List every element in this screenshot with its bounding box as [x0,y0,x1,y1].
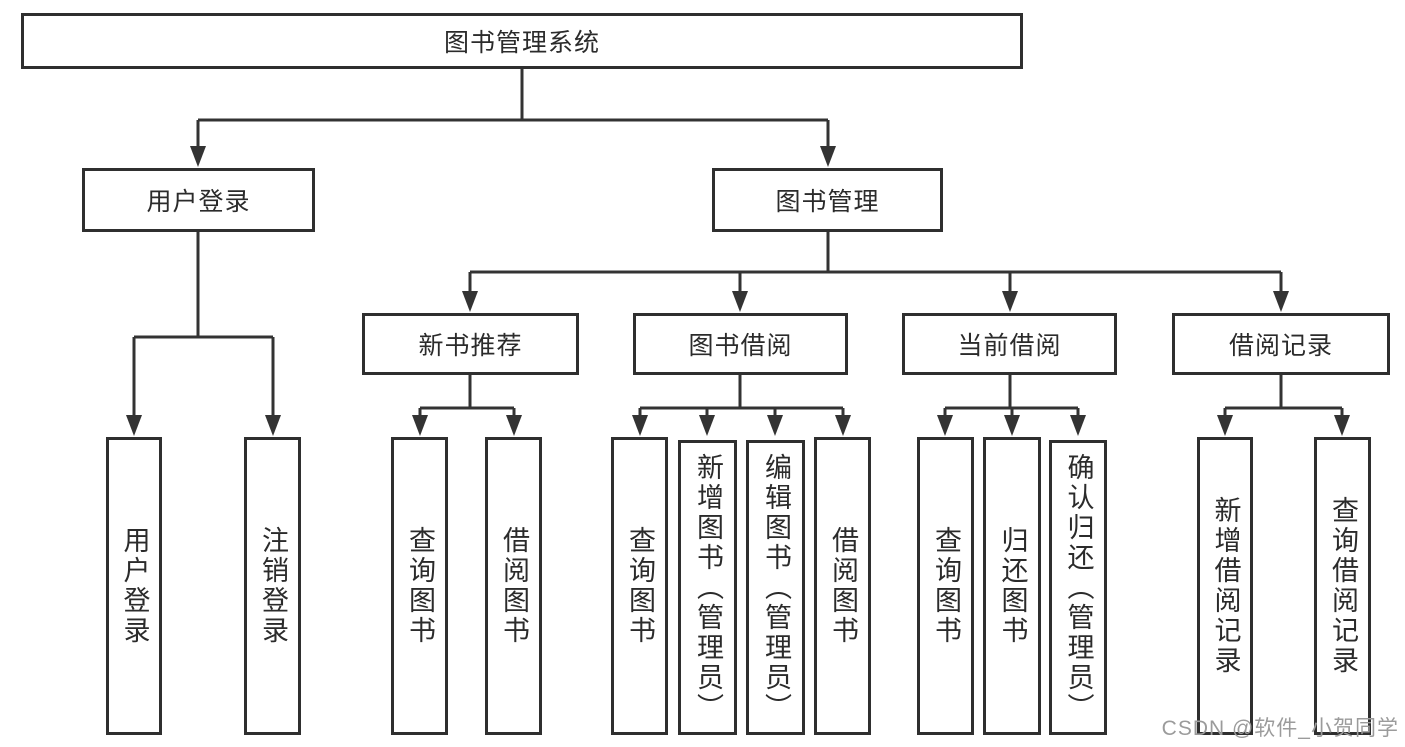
leaf-label: 注销登录 [258,526,288,646]
leaf-logout: 注销登录 [244,437,301,735]
arrowhead-icon [732,291,748,312]
arrowhead-icon [1334,415,1350,436]
arrowhead-icon [632,415,648,436]
node-user-login: 用户登录 [82,168,315,232]
leaf-query-borrow-record: 查询借阅记录 [1314,437,1371,735]
arrowhead-icon [126,415,142,436]
leaf-edit-book-admin: 编辑图书（管理员） [746,440,805,735]
leaf-label: 查询图书 [405,526,435,646]
arrowhead-icon [1273,291,1289,312]
node-book-borrowing: 图书借阅 [633,313,848,375]
leaf-query-books-borrow: 查询图书 [611,437,668,735]
leaf-label: 新增图书（管理员） [693,452,723,723]
edge-lines [132,69,1344,418]
edges-book-mgmt-children [468,232,1283,294]
node-book-management: 图书管理 [712,168,943,232]
arrowhead-icon [265,415,281,436]
leaf-return-books: 归还图书 [983,437,1041,735]
arrowhead-icon [412,415,428,436]
arrowhead-icon [1002,291,1018,312]
node-label: 借阅记录 [1228,332,1333,360]
arrowheads [126,146,1350,436]
arrowhead-icon [506,415,522,436]
leaf-query-books-current: 查询图书 [917,437,974,735]
edges-current-borrow-children [943,375,1080,418]
leaf-query-books-recommend: 查询图书 [391,437,448,735]
leaf-label: 确认归还（管理员） [1063,452,1094,723]
arrowhead-icon [937,415,953,436]
arrowhead-icon [1070,415,1086,436]
arrowhead-icon [767,415,783,436]
leaf-label: 用户登录 [119,526,150,646]
leaf-label: 归还图书 [997,526,1028,646]
leaf-label: 新增借阅记录 [1210,496,1241,676]
leaf-borrow-books-recommend: 借阅图书 [485,437,542,735]
leaf-label: 编辑图书（管理员） [761,452,791,723]
node-label: 新书推荐 [418,332,523,360]
node-label: 图书管理 [775,188,880,216]
leaf-user-login: 用户登录 [106,437,162,735]
node-current-borrowing: 当前借阅 [902,313,1117,375]
node-label: 图书管理系统 [443,29,600,57]
leaf-borrow-books: 借阅图书 [814,437,871,735]
leaf-confirm-return-admin: 确认归还（管理员） [1049,440,1107,735]
arrowhead-icon [820,146,836,167]
edges-user-login-children [132,232,275,418]
node-borrowing-records: 借阅记录 [1172,313,1390,375]
leaf-label: 查询图书 [931,526,961,646]
arrowhead-icon [1004,415,1020,436]
node-new-book-recommend: 新书推荐 [362,313,579,375]
arrowhead-icon [835,415,851,436]
leaf-label: 借阅图书 [828,526,858,646]
edges-book-borrow-children [638,375,845,418]
edges-borrow-record-children [1223,375,1344,418]
edges-root-to-level2 [196,69,830,149]
node-label: 当前借阅 [957,332,1062,360]
leaf-label: 查询图书 [625,526,655,646]
node-label: 用户登录 [146,188,251,216]
node-label: 图书借阅 [688,332,793,360]
node-library-management-system: 图书管理系统 [21,13,1023,69]
leaf-label: 借阅图书 [499,526,529,646]
arrowhead-icon [190,146,206,167]
arrowhead-icon [462,291,478,312]
arrowhead-icon [1217,415,1233,436]
leaf-add-book-admin: 新增图书（管理员） [678,440,737,735]
csdn-watermark: CSDN @软件_小贺同学 [1161,717,1399,740]
leaf-label: 查询借阅记录 [1328,496,1358,676]
leaf-add-borrow-record: 新增借阅记录 [1197,437,1253,735]
arrowhead-icon [699,415,715,436]
edges-new-book-children [418,375,516,418]
